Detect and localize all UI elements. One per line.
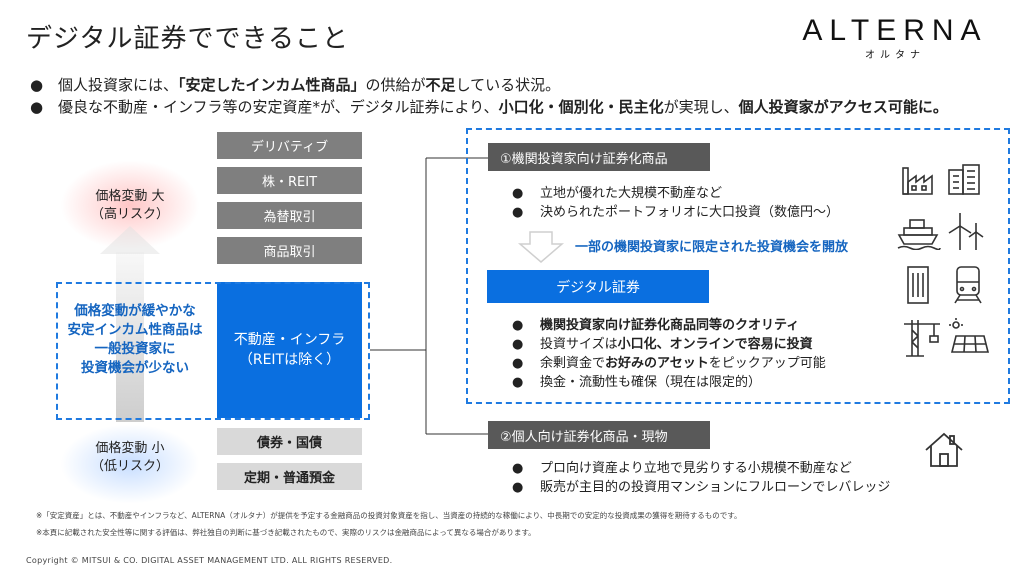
asset-fx: 為替取引 <box>217 202 362 229</box>
summary-bullet-1: ● 個人投資家には、「安定したインカム性商品」の供給が不足している状況。 <box>30 74 948 96</box>
factory-icon <box>902 167 933 195</box>
train-icon <box>954 266 982 304</box>
individual-list: ●プロ向け資産より立地で見劣りする小規模不動産など ●販売が主目的の投資用マンシ… <box>512 459 890 497</box>
bullet-dot: ● <box>30 98 44 116</box>
stable-income-highlight <box>56 282 370 420</box>
page-title: デジタル証券でできること <box>26 24 349 54</box>
list-item: ●機関投資家向け証券化商品同等のクオリティ <box>512 318 800 333</box>
low-risk-label: 価格変動 小 （低リスク） <box>90 441 169 474</box>
bullet-dot: ● <box>30 76 44 94</box>
list-item: ●決められたポートフォリオに大口投資（数億円～） <box>512 205 840 220</box>
copyright: Copyright © MITSUI & CO. DIGITAL ASSET M… <box>26 556 393 565</box>
bullet-2-text: 優良な不動産・インフラ等の安定資産*が、デジタル証券により、小口化・個別化・民主… <box>58 98 948 116</box>
list-item: ●換金・流動性も確保（現在は限定的） <box>512 375 762 390</box>
footnote-safety: ※本頁に記載された安全性等に関する評価は、弊社独自の判断に基づき記載されたもので… <box>36 528 536 537</box>
asset-stocks-reit: 株・REIT <box>217 167 362 194</box>
low-risk-glow <box>60 424 200 504</box>
digital-list: ●機関投資家向け証券化商品同等のクオリティ ●投資サイズは小口化、オンラインで容… <box>512 316 826 392</box>
house-icon <box>925 432 963 467</box>
crane-icon <box>904 320 940 357</box>
list-item: ●プロ向け資産より立地で見劣りする小規模不動産など <box>512 461 852 476</box>
asset-derivatives: デリバティブ <box>217 132 362 159</box>
bullet-1-text: 個人投資家には、「安定したインカム性商品」の供給が不足している状況。 <box>58 76 561 94</box>
asset-bonds: 債券・国債 <box>217 428 362 455</box>
list-item: ●販売が主目的の投資用マンションにフルローンでレバレッジ <box>512 480 891 495</box>
summary-bullets: ● 個人投資家には、「安定したインカム性商品」の供給が不足している状況。 ● 優… <box>30 74 948 118</box>
alterna-logo: ALTERNA オルタナ <box>790 14 1000 61</box>
high-risk-label: 価格変動 大 （高リスク） <box>90 189 169 222</box>
list-item: ●投資サイズは小口化、オンラインで容易に投資 <box>512 337 813 352</box>
solar-panel-icon <box>949 318 990 353</box>
risk-arrow-body <box>116 252 144 422</box>
summary-bullet-2: ● 優良な不動産・インフラ等の安定資産*が、デジタル証券により、小口化・個別化・… <box>30 96 948 118</box>
asset-commodities: 商品取引 <box>217 237 362 264</box>
list-item: ●余剰資金でお好みのアセットをピックアップ可能 <box>512 356 826 371</box>
institutional-callout: 一部の機関投資家に限定された投資機会を開放 <box>575 240 849 255</box>
ship-icon <box>897 219 941 250</box>
asset-real-estate-infra: 不動産・インフラ （REITは除く） <box>217 282 362 418</box>
connector-lines <box>370 157 488 435</box>
list-item: ●立地が優れた大規模不動産など <box>512 186 723 201</box>
asset-deposits: 定期・普通預金 <box>217 463 362 490</box>
risk-arrow-head <box>100 226 160 254</box>
buildings-icon <box>948 164 980 195</box>
institutional-label: ①機関投資家向け証券化商品 <box>488 143 710 171</box>
digital-securities-label: デジタル証券 <box>487 270 709 303</box>
logo-main-text: ALTERNA <box>802 14 988 47</box>
digital-securities-region <box>466 128 1010 404</box>
individual-label: ②個人向け証券化商品・現物 <box>488 421 710 449</box>
logo-sub-text: オルタナ <box>865 50 925 61</box>
office-building-icon <box>907 266 929 304</box>
institutional-list: ●立地が優れた大規模不動産など ●決められたポートフォリオに大口投資（数億円～） <box>512 184 839 222</box>
footnote-stable-assets: ※「安定資産」とは、不動産やインフラなど、ALTERNA（オルタナ）が提供を予定… <box>36 511 742 520</box>
stable-income-message: 価格変動が緩やかな 安定インカム性商品は 一般投資家に 投資機会が少ない <box>67 303 203 376</box>
wind-turbine-icon <box>948 213 984 250</box>
down-arrow-icon <box>518 231 564 263</box>
